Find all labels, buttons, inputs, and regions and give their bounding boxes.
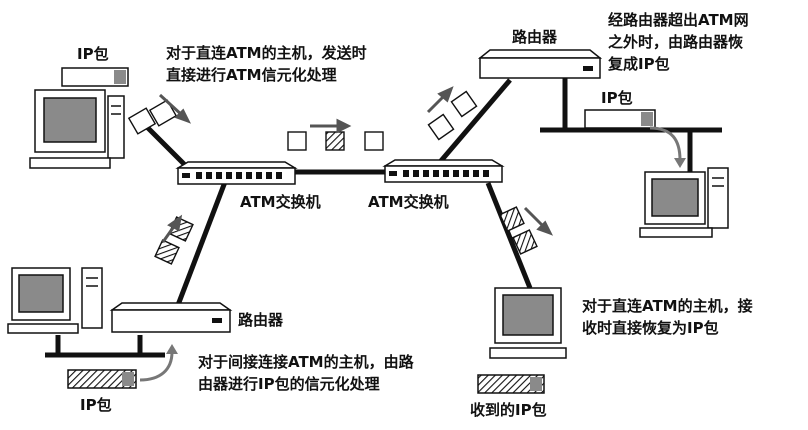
curved-arrows xyxy=(139,126,682,382)
computer-top-left xyxy=(29,89,125,169)
label-indirect-host-2: 由器进行IP包的信元化处理 xyxy=(198,375,380,393)
label-indirect-host-1: 对于间接连接ATM的主机，由路 xyxy=(198,353,414,371)
arrowhead xyxy=(166,344,178,354)
atm-cell xyxy=(325,131,345,151)
label-atm-switch-right: ATM交换机 xyxy=(368,193,449,211)
label-atm-switch-left: ATM交换机 xyxy=(240,193,321,211)
label-router-top: 路由器 xyxy=(512,28,558,46)
label-router-exit-2: 之外时，由路由器恢 xyxy=(608,33,744,51)
label-direct-host-send-2: 直接进行ATM信元化处理 xyxy=(166,66,337,84)
computer-bottom-left xyxy=(7,267,103,334)
label-direct-host-recv-1: 对于直连ATM的主机，接 xyxy=(582,297,753,315)
ip-packet-right xyxy=(584,109,656,129)
computer-right-lan xyxy=(639,167,729,238)
router-bottom xyxy=(109,302,233,333)
flow-arrows xyxy=(158,86,554,243)
link-switch-to-router-bottom xyxy=(175,181,228,306)
arrowhead xyxy=(674,158,686,168)
atm-switch-right xyxy=(382,159,505,183)
label-direct-host-send-1: 对于直连ATM的主机，发送时 xyxy=(166,44,367,62)
atm-cell xyxy=(499,206,525,232)
label-ip-packet-right: IP包 xyxy=(601,89,633,107)
label-router-exit-1: 经路由器超出ATM网 xyxy=(608,11,749,29)
atm-cells xyxy=(127,90,538,265)
link-switch-to-router-top xyxy=(438,78,512,164)
label-received-ip-packet: 收到的IP包 xyxy=(470,401,547,419)
label-router-exit-3: 复成IP包 xyxy=(608,55,670,73)
label-direct-host-recv-2: 收时直接恢复为IP包 xyxy=(582,319,719,337)
ip-packet-bottom-left xyxy=(67,369,137,389)
ip-packet-top-left xyxy=(61,67,129,87)
atm-cell xyxy=(127,107,157,135)
atm-cell xyxy=(364,131,384,151)
atm-cell xyxy=(450,90,478,118)
label-ip-packet-bottom-left: IP包 xyxy=(80,396,112,414)
label-ip-packet-top-left: IP包 xyxy=(77,45,109,63)
computer-bottom-right xyxy=(489,287,567,359)
link-switch-to-host-right xyxy=(485,182,533,289)
atm-cell xyxy=(148,99,178,127)
atm-cell xyxy=(154,239,180,265)
received-ip-packet xyxy=(477,374,545,394)
atm-cell xyxy=(512,229,538,255)
atm-switch-left xyxy=(175,161,298,185)
router-top xyxy=(477,49,603,79)
atm-cell xyxy=(427,113,455,141)
atm-cell xyxy=(287,131,307,151)
network-links xyxy=(45,78,722,358)
label-router-bottom: 路由器 xyxy=(238,311,284,329)
